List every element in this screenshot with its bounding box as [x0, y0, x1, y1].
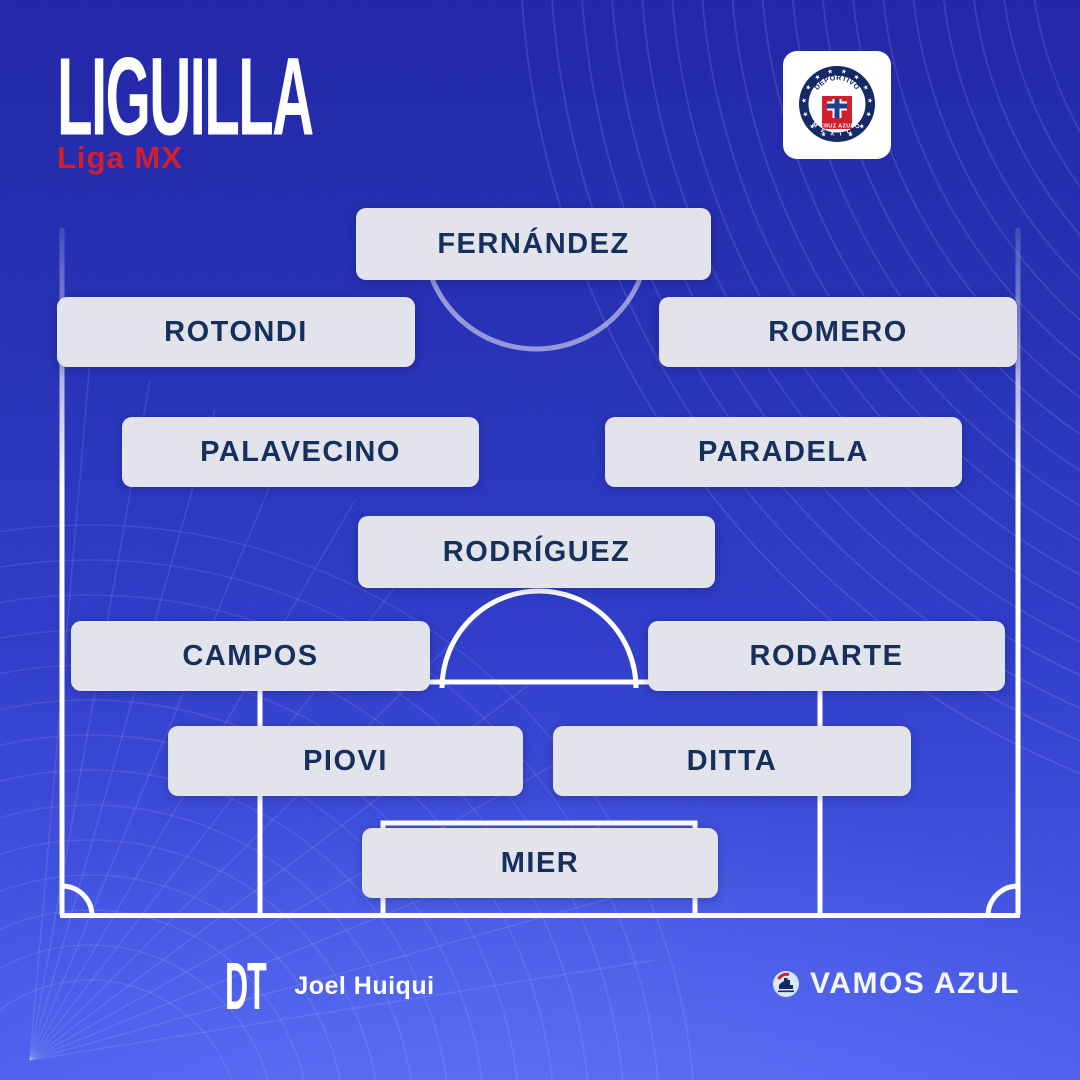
player-box-left-mid: ROTONDI [57, 297, 415, 367]
player-box-left-back: CAMPOS [71, 621, 430, 691]
penalty-arc [439, 588, 639, 689]
player-box-goalkeeper: MIER [362, 828, 718, 898]
player-box-forward: FERNÁNDEZ [356, 208, 711, 280]
vamos-azul-logo-icon [773, 971, 799, 997]
player-box-left-cm: PALAVECINO [122, 417, 479, 487]
player-name: ROTONDI [164, 315, 308, 348]
player-name: PARADELA [698, 435, 869, 468]
brand-name: VAMOS AZUL [810, 967, 1020, 1000]
page-subtitle: Liga MX [57, 140, 183, 175]
dt-label: DT [225, 948, 267, 1024]
player-name: PIOVI [303, 744, 388, 777]
player-name: DITTA [686, 744, 778, 777]
player-box-right-cm: PARADELA [605, 417, 962, 487]
crest-cross-blue [827, 99, 847, 118]
player-name: ROMERO [768, 315, 908, 348]
coach-credit: DT Joel Huiqui [225, 952, 435, 1019]
player-name: RODRÍGUEZ [442, 535, 631, 568]
brand-credit: VAMOS AZUL [772, 962, 1020, 1006]
player-name: CAMPOS [182, 639, 319, 672]
crest-name-band [822, 121, 852, 129]
crest-cruz-azul-text: CRUZ AZUL [820, 123, 855, 129]
header: LIGUILLA Liga MX [57, 42, 522, 176]
player-name: RODARTE [749, 639, 904, 672]
player-box-right-back: RODARTE [648, 621, 1005, 691]
player-name: PALAVECINO [200, 435, 401, 468]
page-title: LIGUILLA [57, 35, 314, 159]
player-box-dm: RODRÍGUEZ [358, 516, 715, 588]
coach-name: Joel Huiqui [294, 971, 435, 1000]
player-box-right-mid: ROMERO [659, 297, 1017, 367]
player-box-left-cb: PIOVI [168, 726, 523, 796]
corner-arc-left [61, 883, 95, 917]
player-name: MIER [500, 846, 580, 879]
corner-arc-right [985, 883, 1019, 917]
player-name: FERNÁNDEZ [437, 227, 630, 260]
player-box-right-cb: DITTA [553, 726, 911, 796]
cruz-azul-crest: DEPORTIVO CRUZ AZUL M E X I C O [783, 51, 891, 159]
